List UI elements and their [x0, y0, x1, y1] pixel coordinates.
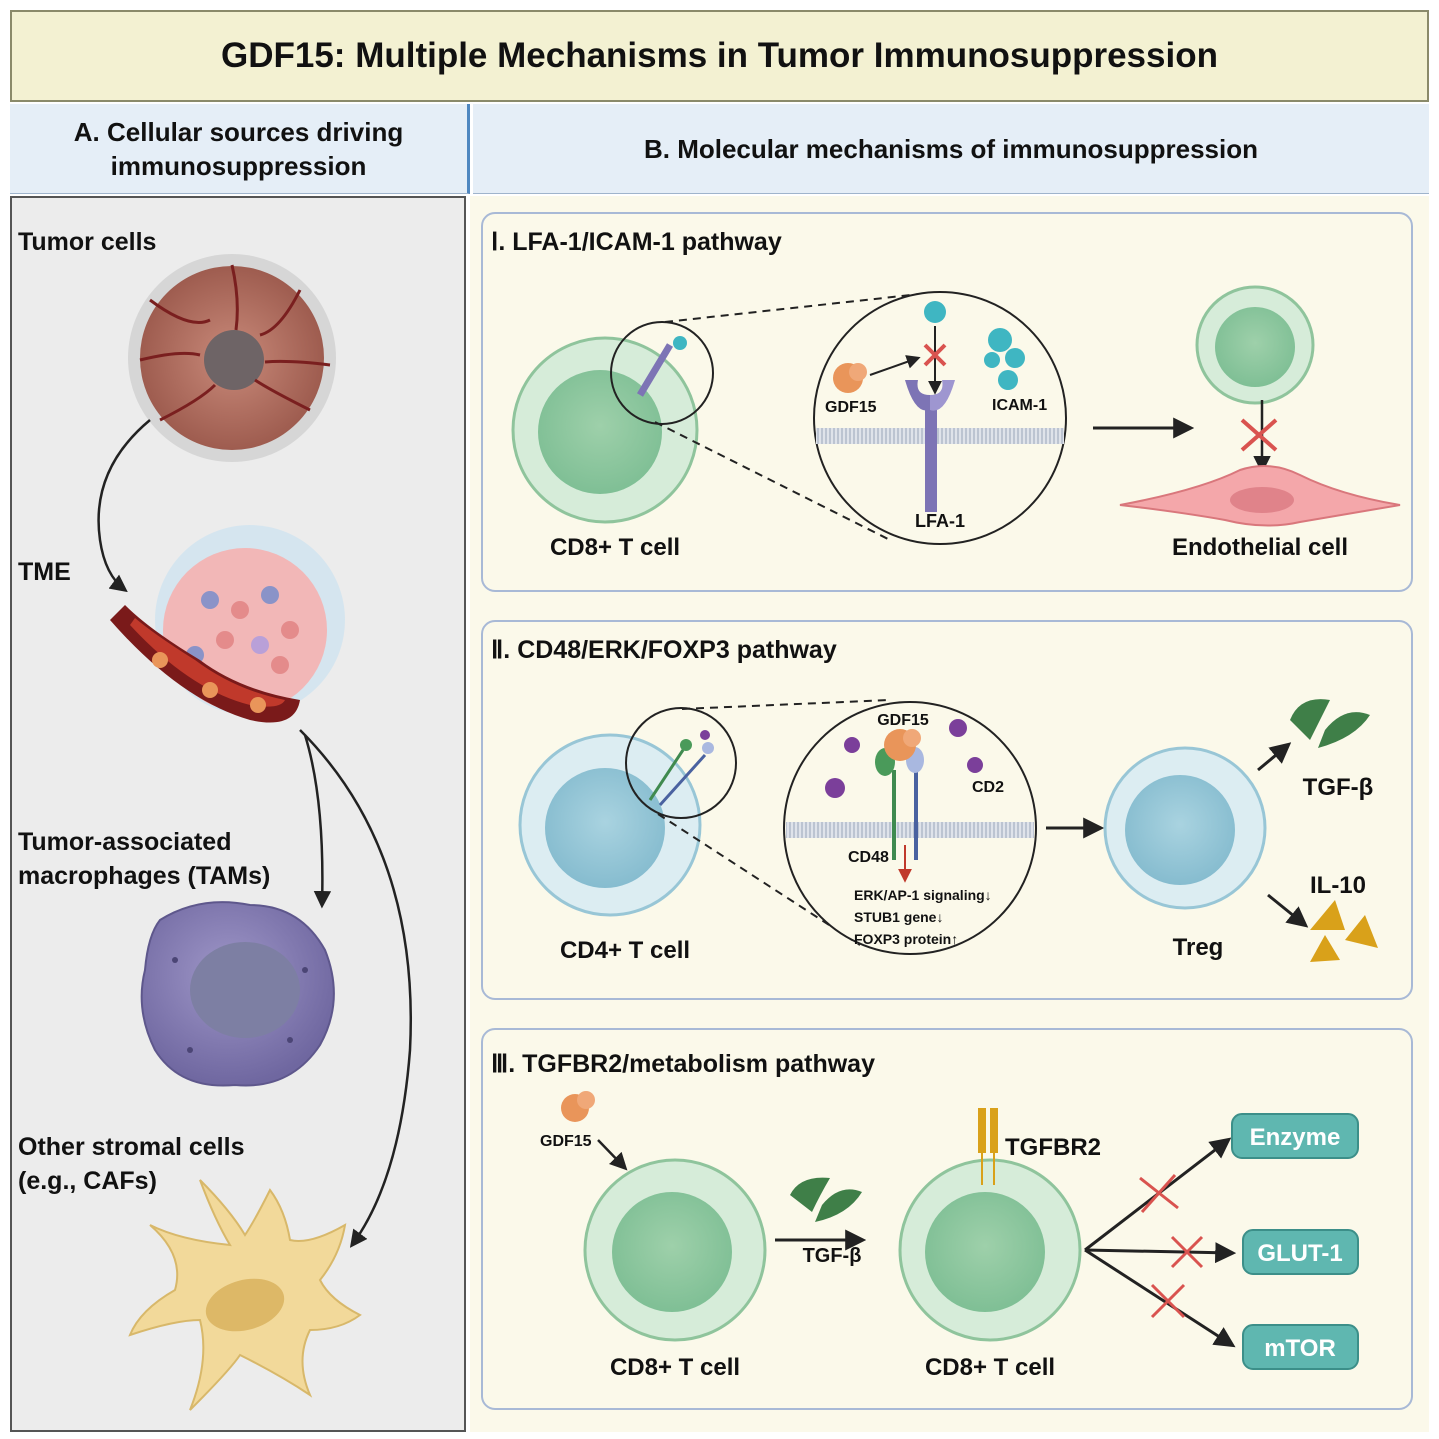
arrow-tumor-to-tme [97, 419, 151, 593]
label-cd8-3-right: CD8+ T cell [925, 1354, 1055, 1381]
tgfbr2-receptor [978, 1108, 998, 1185]
label-cd8-3-left: CD8+ T cell [610, 1354, 740, 1381]
gdf15-protein-2 [884, 729, 921, 761]
label-tams-line2: macrophages (TAMs) [18, 862, 270, 890]
label-stromal-line2: (e.g., CAFs) [18, 1167, 157, 1195]
target-glut1: GLUT-1 [1242, 1229, 1359, 1275]
zoom-circle-large-1 [813, 291, 1067, 545]
cd8-t-cell-3-right [898, 1158, 1082, 1342]
gdf15-protein-3 [561, 1091, 595, 1122]
arrow-tme-to-tams [303, 734, 332, 909]
membrane-1 [816, 428, 1064, 444]
section-a-header-line1: A. Cellular sources driving [73, 116, 404, 147]
label-tgfb-2: TGF-β [1303, 774, 1374, 801]
target-mtor-label: mTOR [1264, 1335, 1336, 1362]
gdf15-protein-1 [833, 363, 867, 393]
label-tgfb-3: TGF-β [803, 1245, 862, 1267]
cd8-t-cell-1 [511, 336, 699, 524]
cd48-receptor-small [648, 730, 714, 807]
zoom-circle-small-1 [610, 321, 714, 425]
tumor-cell-illustration [128, 254, 336, 462]
icam1-ligand-top [924, 301, 946, 323]
caf-illustration [128, 1179, 362, 1411]
label-tams-line1: Tumor-associated [18, 828, 231, 856]
zoom-line-top-1 [664, 293, 921, 323]
treg-cell [1103, 746, 1267, 910]
arrow-gdf15-1 [869, 355, 921, 376]
label-gdf15-2: GDF15 [877, 712, 929, 729]
label-gdf15-3: GDF15 [540, 1133, 592, 1150]
label-icam1: ICAM-1 [992, 397, 1047, 414]
cd4-t-cell [518, 733, 702, 917]
label-tme: TME [18, 558, 71, 586]
il10-molecule [1310, 900, 1378, 962]
label-cd8-1: CD8+ T cell [550, 534, 680, 561]
label-stromal-line1: Other stromal cells [18, 1133, 244, 1161]
endothelial-cell [1119, 465, 1401, 527]
cd2-ligands [825, 719, 983, 798]
target-mtor: mTOR [1242, 1324, 1359, 1370]
arrow-gdf15-3 [597, 1139, 628, 1171]
label-lfa1: LFA-1 [915, 511, 965, 531]
lfa1-receptor [905, 380, 955, 512]
label-cd48: CD48 [848, 849, 889, 866]
zoom-line-top-2 [681, 699, 891, 710]
label-treg: Treg [1173, 934, 1224, 961]
effect-stub1: STUB1 gene↓ [854, 909, 943, 925]
effect-foxp3: FOXP3 protein↑ [854, 931, 958, 947]
label-il10: IL-10 [1310, 872, 1366, 899]
tgfb-molecule-2 [1290, 699, 1370, 748]
inhibit-x-enzyme [1139, 1174, 1179, 1213]
pathway-2-title: Ⅱ. CD48/ERK/FOXP3 pathway [491, 636, 837, 664]
arrow-to-glut1 [1084, 1242, 1237, 1264]
section-b-header: B. Molecular mechanisms of immunosuppres… [473, 104, 1429, 194]
section-a-header: A. Cellular sources driving immunosuppre… [10, 104, 470, 194]
membrane-2 [786, 822, 1034, 838]
target-glut1-label: GLUT-1 [1257, 1240, 1342, 1267]
arrow-to-tgfb [1257, 742, 1292, 772]
tme-illustration [110, 525, 345, 723]
inhibit-x-glut1 [1170, 1235, 1204, 1269]
figure-title: GDF15: Multiple Mechanisms in Tumor Immu… [10, 10, 1429, 102]
section-a-header-line2: immunosuppression [110, 150, 367, 181]
effect-erk: ERK/AP-1 signaling↓ [854, 887, 992, 903]
label-tumor-cells: Tumor cells [18, 228, 156, 256]
cd8-t-cell-migrating [1195, 285, 1315, 405]
zoom-line-bottom-1 [654, 421, 891, 541]
label-cd4: CD4+ T cell [560, 937, 690, 964]
label-tgfbr2: TGFBR2 [1005, 1134, 1101, 1161]
tgfb-molecule-3 [790, 1177, 862, 1222]
target-enzyme: Enzyme [1231, 1113, 1359, 1159]
target-enzyme-label: Enzyme [1250, 1124, 1341, 1151]
label-gdf15-1: GDF15 [825, 399, 877, 416]
inhibit-x-mtor [1150, 1283, 1186, 1319]
pathway-3-title: Ⅲ. TGFBR2/metabolism pathway [491, 1050, 875, 1078]
pathway-1-title: Ⅰ. LFA-1/ICAM-1 pathway [491, 228, 782, 256]
arrow-to-mtor [1084, 1248, 1236, 1348]
icam1-cluster [984, 328, 1025, 390]
inhibit-x-1 [923, 343, 947, 367]
tam-illustration [140, 901, 335, 1087]
label-endothelial: Endothelial cell [1172, 534, 1348, 561]
label-cd2: CD2 [972, 779, 1004, 796]
cd8-t-cell-3-left [583, 1158, 767, 1342]
lfa1-receptor-small [636, 336, 687, 397]
arrow-tme-to-cafs [299, 729, 412, 1248]
zoom-circle-small-2 [625, 707, 737, 819]
arrow-to-il10 [1267, 893, 1309, 928]
inhibit-x-2 [1240, 418, 1278, 452]
